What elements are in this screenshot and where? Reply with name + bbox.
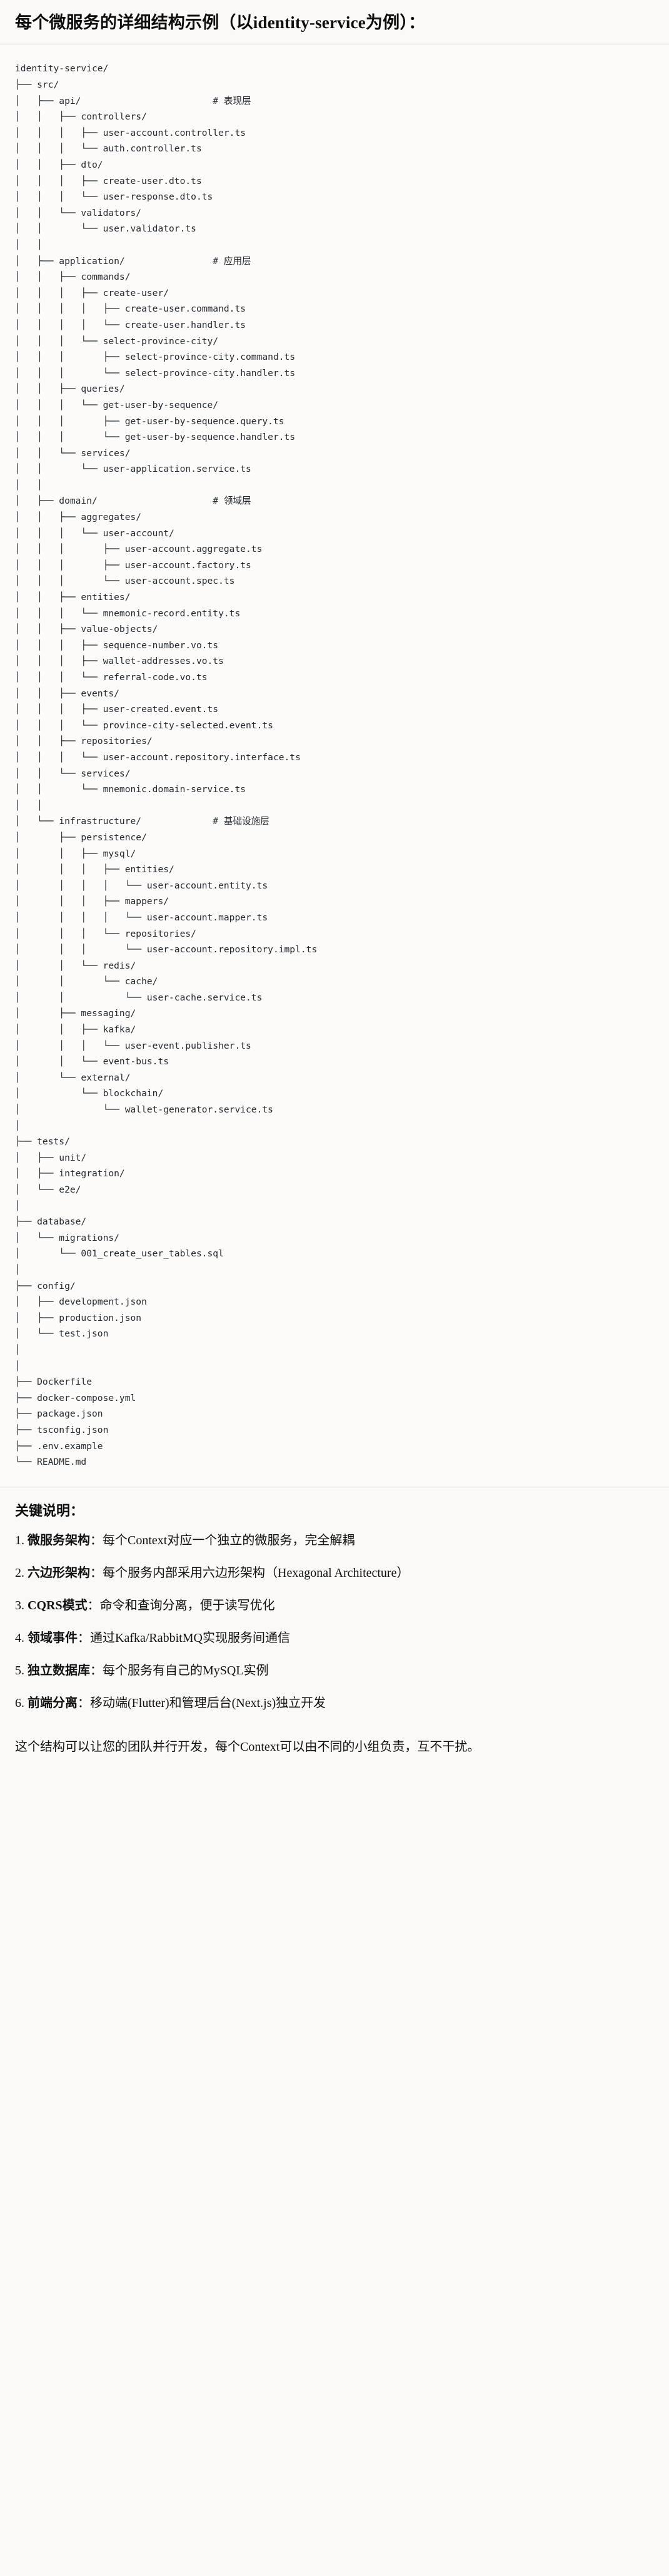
key-point-description: ：通过Kafka/RabbitMQ实现服务间通信 (78, 1631, 290, 1645)
key-point-description: ：每个服务有自己的MySQL实例 (90, 1663, 269, 1677)
key-point-item: 4. 领域事件：通过Kafka/RabbitMQ实现服务间通信 (15, 1629, 654, 1647)
key-point-description: ：命令和查询分离，便于读写优化 (87, 1598, 275, 1612)
key-point-item: 1. 微服务架构：每个Context对应一个独立的微服务，完全解耦 (15, 1531, 654, 1550)
key-point-item: 3. CQRS模式：命令和查询分离，便于读写优化 (15, 1596, 654, 1615)
page-title: 每个微服务的详细结构示例（以identity-service为例）： (15, 13, 426, 32)
key-points-title: 关键说明： (15, 1502, 84, 1519)
key-point-description: ：每个服务内部采用六边形架构（Hexagonal Architecture） (90, 1565, 410, 1580)
key-point-term: CQRS模式 (28, 1598, 88, 1612)
key-point-item: 2. 六边形架构：每个服务内部采用六边形架构（Hexagonal Archite… (15, 1564, 654, 1582)
key-point-number: 2. (15, 1565, 28, 1580)
key-point-number: 4. (15, 1631, 28, 1645)
closing-paragraph: 这个结构可以让您的团队并行开发，每个Context可以由不同的小组负责，互不干扰… (15, 1739, 480, 1754)
key-point-description: ：每个Context对应一个独立的微服务，完全解耦 (90, 1533, 355, 1547)
document-page: 每个微服务的详细结构示例（以identity-service为例）： ident… (0, 13, 669, 1754)
key-point-term: 前端分离 (28, 1696, 78, 1710)
key-point-number: 6. (15, 1696, 28, 1710)
key-point-term: 六边形架构 (28, 1565, 90, 1580)
directory-tree-block: identity-service/ ├── src/ │ ├── api/ # … (0, 44, 669, 1487)
key-point-description: ：移动端(Flutter)和管理后台(Next.js)独立开发 (78, 1696, 326, 1710)
key-point-number: 5. (15, 1663, 28, 1677)
key-point-term: 领域事件 (28, 1631, 78, 1645)
key-points-list: 1. 微服务架构：每个Context对应一个独立的微服务，完全解耦 2. 六边形架… (15, 1531, 654, 1713)
key-point-item: 6. 前端分离：移动端(Flutter)和管理后台(Next.js)独立开发 (15, 1694, 654, 1713)
directory-tree: identity-service/ ├── src/ │ ├── api/ # … (15, 63, 318, 1468)
key-point-term: 微服务架构 (28, 1533, 90, 1547)
key-point-number: 3. (15, 1598, 28, 1612)
key-point-term: 独立数据库 (28, 1663, 90, 1677)
key-point-item: 5. 独立数据库：每个服务有自己的MySQL实例 (15, 1661, 654, 1680)
key-point-number: 1. (15, 1533, 28, 1547)
key-points-section: 关键说明： 1. 微服务架构：每个Context对应一个独立的微服务，完全解耦 2… (0, 1487, 669, 1733)
